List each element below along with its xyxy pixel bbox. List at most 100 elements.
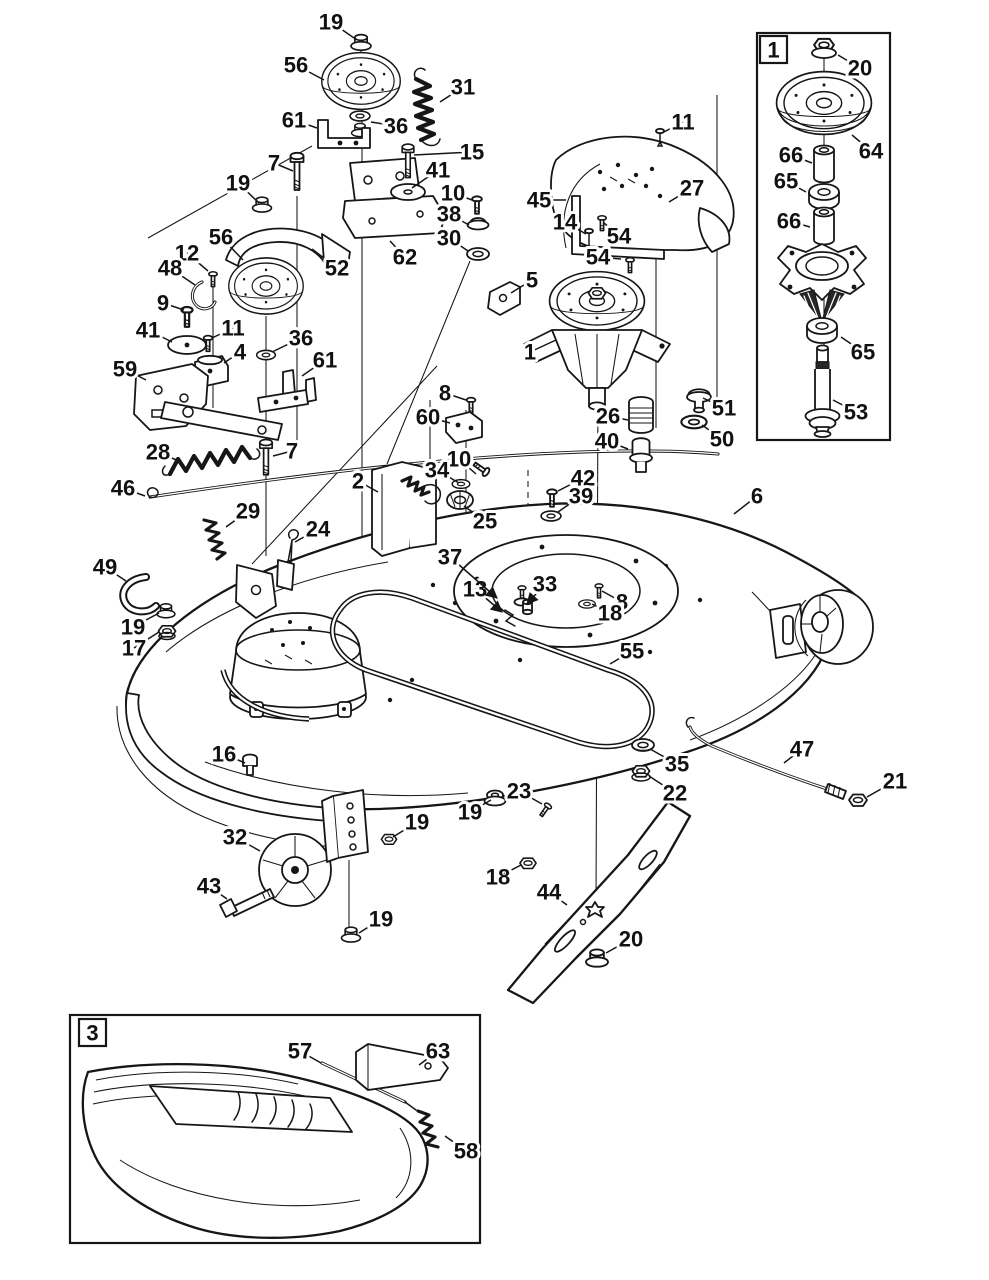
mid-hardware-cluster bbox=[371, 396, 562, 557]
leader-line-27 bbox=[668, 187, 693, 203]
nut-19-front bbox=[340, 926, 362, 943]
leader-line-8 bbox=[444, 392, 467, 401]
leader-line-48 bbox=[169, 267, 196, 286]
leader-line-6 bbox=[733, 495, 758, 515]
callout-16-32: 16 bbox=[212, 742, 236, 767]
leader-line-19 bbox=[132, 612, 160, 628]
leader-line-2 bbox=[357, 480, 379, 493]
keeper-13 bbox=[504, 609, 516, 627]
callout-11-19: 11 bbox=[221, 316, 244, 341]
front-left-hardware bbox=[219, 753, 398, 943]
callout-30-11: 30 bbox=[437, 226, 461, 251]
callout-19-30: 19 bbox=[121, 615, 145, 640]
deck-hanger-bracket-left bbox=[235, 564, 277, 619]
inset-box-3: 3 bbox=[68, 1013, 482, 1245]
callout-54-48: 54 bbox=[607, 224, 632, 249]
leader-line-13 bbox=[474, 588, 503, 613]
callout-19-36: 19 bbox=[458, 800, 482, 825]
bolt-14 bbox=[584, 231, 594, 253]
inset-spacer-66b bbox=[813, 206, 835, 246]
leader-line-43 bbox=[208, 885, 228, 900]
callout-54-49: 54 bbox=[586, 245, 611, 270]
bracket-62-lower bbox=[342, 195, 446, 239]
leader-line-38 bbox=[448, 213, 470, 226]
callout-66-75: 66 bbox=[779, 143, 803, 168]
spring-28 bbox=[167, 444, 253, 477]
bolt-8-mid bbox=[465, 396, 477, 415]
bracket-5 bbox=[487, 281, 521, 316]
axle-bolt-43 bbox=[219, 888, 275, 918]
callout-11-50: 11 bbox=[671, 110, 694, 135]
blade-nut-20 bbox=[585, 948, 609, 968]
leader-line-36 bbox=[370, 121, 397, 127]
spindle-pulley bbox=[548, 270, 646, 332]
rod-45 bbox=[571, 195, 665, 260]
nut-18-rear bbox=[519, 857, 537, 870]
inset-bearing-65b bbox=[806, 317, 838, 344]
leader-line-49 bbox=[104, 566, 127, 582]
leader-line-10 bbox=[452, 192, 473, 201]
callout-4-20: 4 bbox=[234, 340, 247, 365]
leader-line-56 bbox=[220, 236, 244, 261]
callout-52-15: 52 bbox=[325, 256, 349, 281]
chute-deflector bbox=[81, 1062, 429, 1239]
leader-line-37 bbox=[449, 556, 498, 599]
leader-line-58 bbox=[444, 1135, 467, 1152]
callout-19-35: 19 bbox=[405, 810, 429, 835]
leader-line-16 bbox=[223, 753, 246, 764]
leader-line-20 bbox=[605, 938, 632, 954]
idler-pulley-56-top bbox=[320, 51, 402, 111]
leader-line-33 bbox=[526, 583, 546, 605]
callout-34-68: 34 bbox=[425, 458, 450, 483]
callout-24-28: 24 bbox=[306, 517, 331, 542]
leader-line-60 bbox=[427, 416, 451, 424]
callout-50-57: 50 bbox=[710, 427, 734, 452]
nut-21 bbox=[848, 793, 868, 807]
roller-bracket bbox=[332, 789, 369, 859]
ring-30 bbox=[466, 247, 490, 261]
callout-48-14: 48 bbox=[158, 256, 182, 281]
inset-3-tag bbox=[77, 1017, 108, 1048]
leader-line-64 bbox=[851, 134, 872, 152]
leader-line-9 bbox=[162, 302, 185, 311]
leader-line-50 bbox=[701, 424, 723, 440]
leader-line-19 bbox=[330, 21, 355, 39]
callout-27-51: 27 bbox=[680, 176, 704, 201]
leader-line-41 bbox=[147, 329, 173, 343]
callout-9-17: 9 bbox=[157, 291, 169, 316]
leader-line-31 bbox=[439, 86, 464, 103]
leader-line-56 bbox=[295, 64, 325, 81]
callout-58-82: 58 bbox=[454, 1139, 478, 1164]
blade-star-hole bbox=[585, 901, 605, 918]
callout-19-40: 19 bbox=[369, 907, 393, 932]
bolt-7-mid bbox=[258, 438, 274, 476]
leader-line-11 bbox=[661, 121, 684, 134]
leader-line-46 bbox=[122, 487, 146, 497]
rear-hardware bbox=[483, 716, 868, 870]
callout-17-31: 17 bbox=[122, 636, 146, 661]
leader-line-32 bbox=[234, 836, 261, 852]
callout-18-38: 18 bbox=[486, 865, 510, 890]
callout-51-56: 51 bbox=[712, 396, 736, 421]
callout-32-33: 32 bbox=[223, 825, 247, 850]
top-idler-cluster bbox=[289, 33, 490, 261]
washer-41-top bbox=[390, 183, 426, 201]
spring-29 bbox=[202, 518, 227, 561]
inset-spacer-66a bbox=[813, 144, 835, 184]
spring-31 bbox=[411, 76, 437, 143]
blade-44 bbox=[506, 800, 692, 1005]
callout-18-64: 18 bbox=[598, 601, 622, 626]
callout-41-18: 41 bbox=[136, 318, 160, 343]
bolt-23 bbox=[537, 801, 554, 819]
inset-bearing-65a bbox=[808, 183, 840, 210]
leader-line-19 bbox=[237, 182, 260, 204]
callout-13-61: 13 bbox=[463, 577, 487, 602]
leader-line-66 bbox=[788, 220, 811, 228]
inset-spindle-housing bbox=[777, 243, 867, 323]
leader-line-47 bbox=[783, 748, 803, 764]
callout-65-76: 65 bbox=[774, 169, 798, 194]
callout-2-69: 2 bbox=[352, 469, 364, 494]
callout-25-70: 25 bbox=[473, 509, 497, 534]
